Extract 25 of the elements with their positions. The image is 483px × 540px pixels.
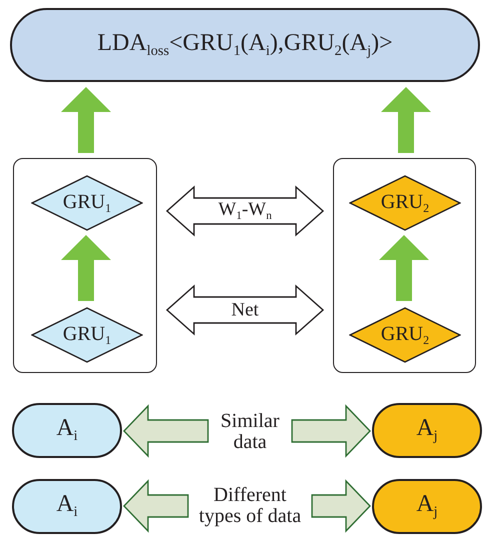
node-text: A$_{i}$ — [56, 492, 78, 521]
block-arrow — [291, 404, 371, 458]
node-text: A$_{i}$ — [56, 416, 78, 445]
block-arrow — [381, 87, 431, 153]
node-text: GRU$_{2}$ — [380, 192, 430, 214]
decision-diamond — [349, 175, 461, 231]
node-text: GRU$_{2}$ — [380, 324, 430, 346]
node-text: GRU$_{1}$ — [62, 324, 112, 346]
node-text: A$_{j}$ — [416, 492, 438, 521]
decision-diamond — [349, 307, 461, 363]
block-arrow — [311, 479, 371, 533]
group-box — [333, 158, 476, 373]
block-arrow — [61, 87, 111, 153]
node-text: Different types of data — [198, 485, 302, 527]
block-arrow — [123, 404, 209, 458]
node-text: A$_{j}$ — [416, 416, 438, 445]
node-text: GRU$_{1}$ — [62, 192, 112, 214]
decision-diamond — [31, 175, 143, 231]
block-arrow — [123, 479, 189, 533]
block-arrow — [61, 235, 111, 301]
node-text: LDA$_{loss}$<GRU$_{1}$(A$_{i}$),GRU$_{2}$(A$_{j}$)> — [97, 30, 393, 60]
group-box — [13, 158, 157, 373]
decision-diamond — [31, 307, 143, 363]
block-arrow — [379, 235, 429, 301]
node-text: Similar data — [220, 411, 280, 453]
